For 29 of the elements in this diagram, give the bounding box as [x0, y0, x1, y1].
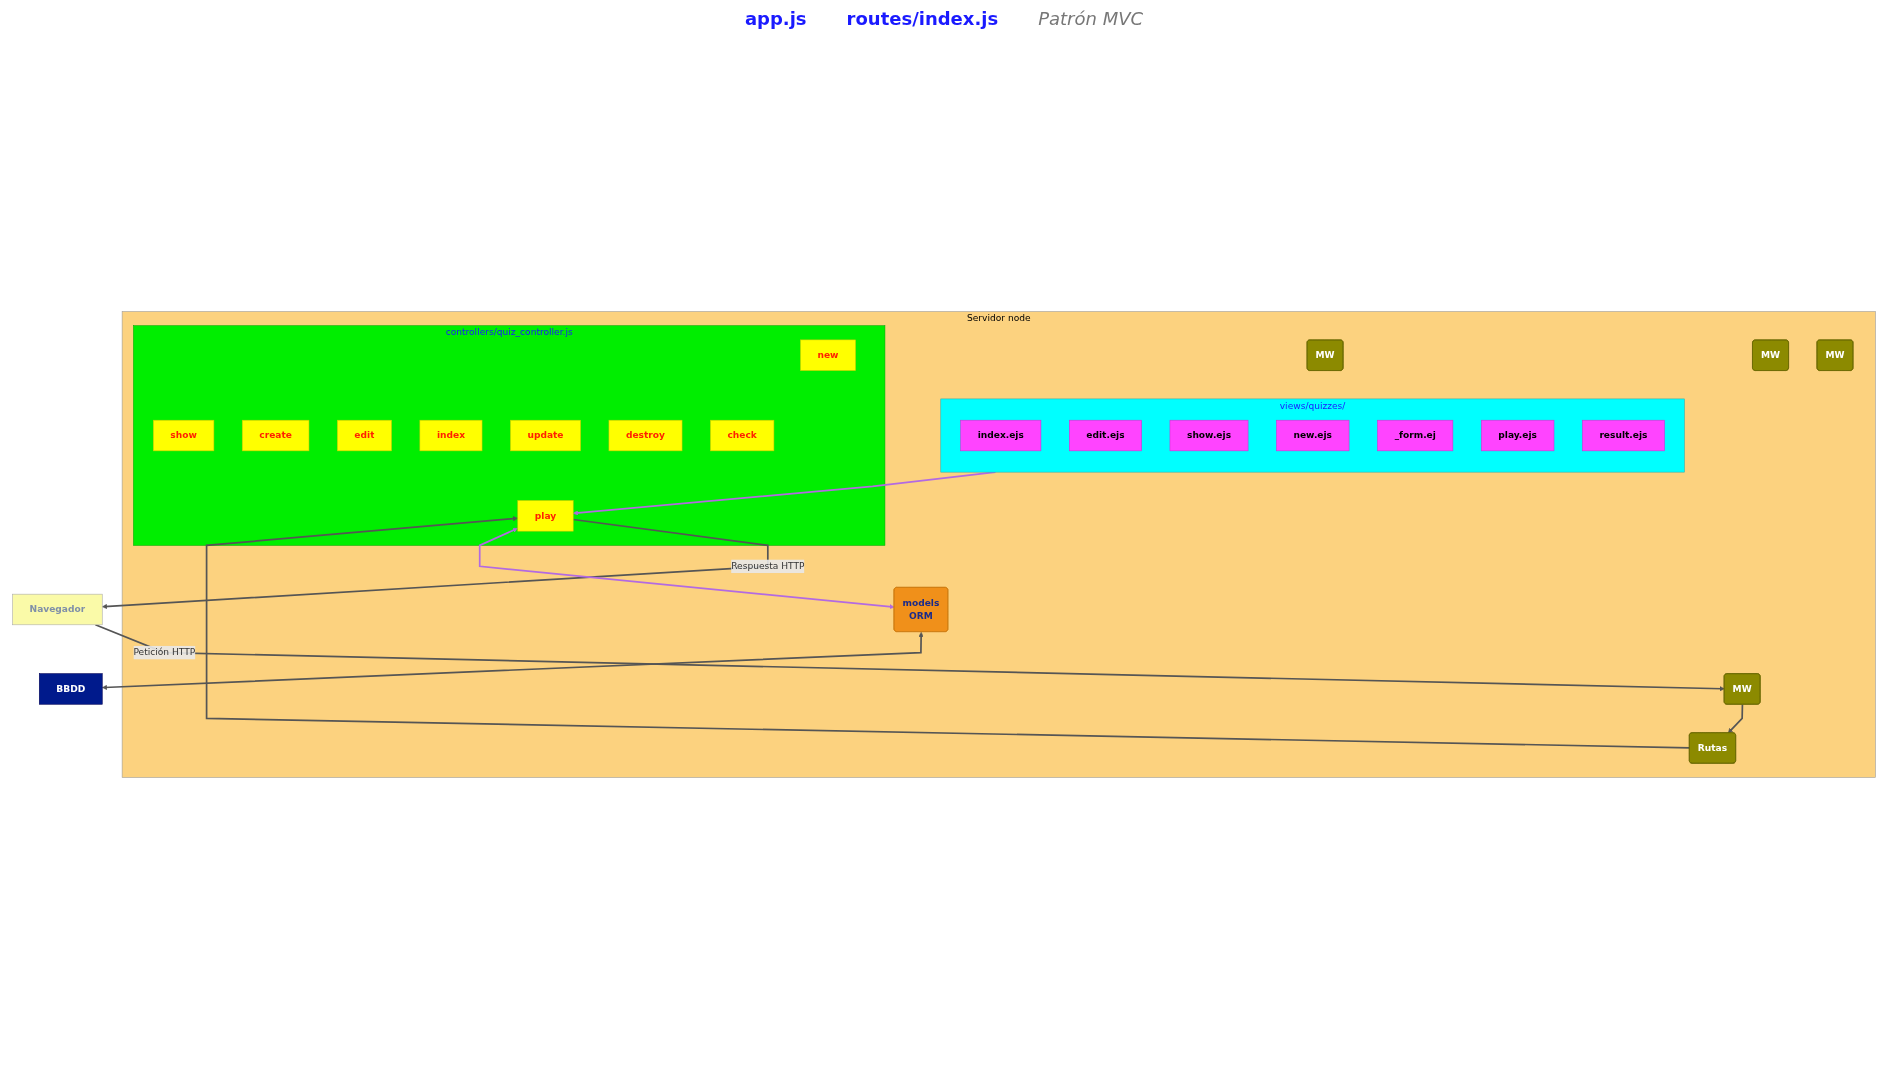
edge-label: Respuesta HTTP — [731, 560, 805, 572]
file-label: routes/index.js — [846, 8, 999, 29]
node-box: play.ejs — [1480, 419, 1555, 452]
node-box: index.ejs — [960, 419, 1042, 452]
arrow — [94, 623, 1725, 692]
node-box: _form.ej — [1377, 419, 1454, 452]
arrow — [478, 527, 895, 610]
node-box: play — [517, 500, 574, 532]
node-box: new.ejs — [1276, 419, 1350, 452]
arrow — [205, 516, 1691, 749]
node-box: show — [153, 419, 215, 452]
edge-label: Petición HTTP — [133, 646, 196, 658]
node-box: new — [800, 339, 856, 371]
pattern-note: Patrón MVC — [1038, 8, 1144, 29]
node-box: result.ejs — [1582, 419, 1665, 452]
node-box: edit.ejs — [1069, 419, 1142, 452]
node-box: Navegador — [12, 593, 103, 626]
node-box: BBDD — [39, 673, 103, 705]
arrow — [1727, 703, 1744, 734]
file-label: app.js — [744, 8, 807, 29]
node-box: create — [241, 419, 310, 452]
arrow — [102, 631, 924, 690]
node-box: show.ejs — [1169, 419, 1249, 452]
node-box: check — [710, 419, 775, 452]
node-box: edit — [337, 419, 392, 452]
node-box: destroy — [608, 419, 683, 452]
arrow — [102, 518, 769, 609]
node-box: update — [510, 419, 581, 452]
node-box: index — [419, 419, 483, 452]
